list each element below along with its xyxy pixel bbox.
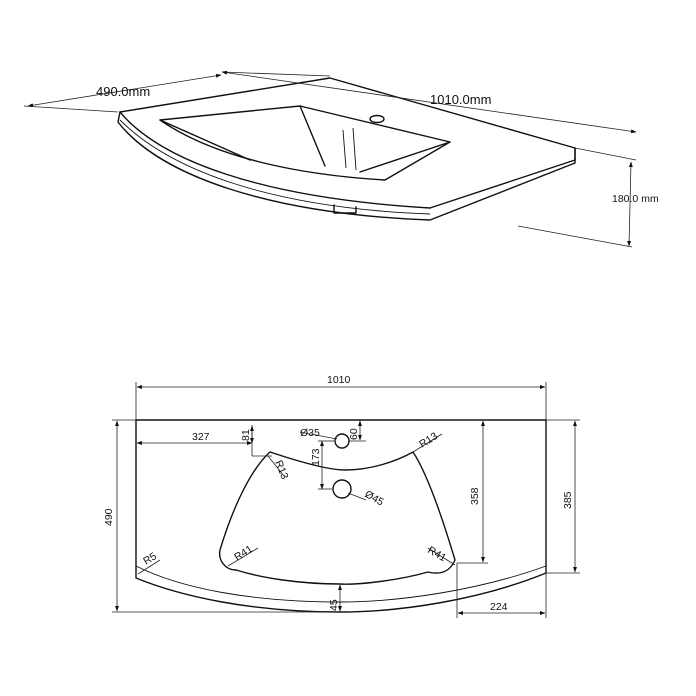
radius-bowl-left-top-leader <box>267 455 285 477</box>
radius-bowl-right-top-label: R13 <box>417 430 440 450</box>
isometric-view: 490.0mm 1010.0mm 180.0 mm <box>23 70 659 248</box>
width-dimension-line <box>221 70 637 134</box>
radius-bowl-right-bottom-leader <box>427 547 456 566</box>
basin-front-curve <box>119 119 431 215</box>
ext-line-right <box>574 147 637 161</box>
radius-bowl-right-top-leader <box>412 433 443 453</box>
bowl-inner-left <box>159 119 251 161</box>
radius-bowl-left-top-label: R13 <box>272 459 290 482</box>
bowl-rim <box>159 105 451 181</box>
radius-bowl-right-bottom-label: R41 <box>426 544 449 564</box>
bowl-top-offset-label: 81 <box>240 429 252 441</box>
tap-hole-dia-leader <box>299 431 338 440</box>
tap-hole-dia-label: Ø35 <box>300 427 320 439</box>
radius-bowl-left-bottom-label: R41 <box>232 543 255 563</box>
basin-top-edge <box>119 77 576 209</box>
tap-hole <box>369 114 385 124</box>
basin-front-top-edge <box>119 111 431 209</box>
hole-spacing-label: 173 <box>310 448 322 466</box>
drain-dia-label: Ø45 <box>363 488 386 508</box>
tap-hole-offset-label: 60 <box>348 428 360 440</box>
overall-depth-label: 490 <box>103 508 115 526</box>
right-front-width-label: 224 <box>490 601 508 613</box>
bowl-depth-label: 358 <box>469 487 481 505</box>
depth-dimension-line <box>27 73 222 108</box>
bowl-inner-right <box>359 141 451 173</box>
front-bowl-gap-label: 45 <box>328 599 340 611</box>
right-depth-label: 385 <box>562 491 574 509</box>
width-label: 1010.0mm <box>430 92 491 107</box>
drain-stub <box>333 204 357 214</box>
radius-corner-leader <box>137 559 161 575</box>
ext-line-bottom <box>517 225 633 248</box>
bowl-inner-slot <box>342 127 357 171</box>
countertop-outline <box>135 419 547 613</box>
depth-label: 490.0mm <box>96 84 150 99</box>
overall-width-label: 1010 <box>327 374 351 386</box>
radius-bowl-left-bottom-leader <box>227 547 259 567</box>
height-label: 180.0 mm <box>612 193 659 205</box>
radius-corner-label: R5 <box>141 550 159 567</box>
height-dimension-line <box>627 161 633 247</box>
bowl-inner-ridge <box>299 105 326 167</box>
plan-view: 1010 490 327 81 R13 Ø35 60 173 Ø45 <box>103 374 580 618</box>
tap-hole-circle <box>334 433 350 449</box>
bowl-outline <box>218 451 456 585</box>
basin-front-skirt <box>117 111 576 221</box>
drain-hole-circle <box>332 479 352 499</box>
ext-line-left <box>23 105 119 113</box>
drain-dia-leader <box>347 492 367 501</box>
left-offset-label: 327 <box>192 431 210 443</box>
